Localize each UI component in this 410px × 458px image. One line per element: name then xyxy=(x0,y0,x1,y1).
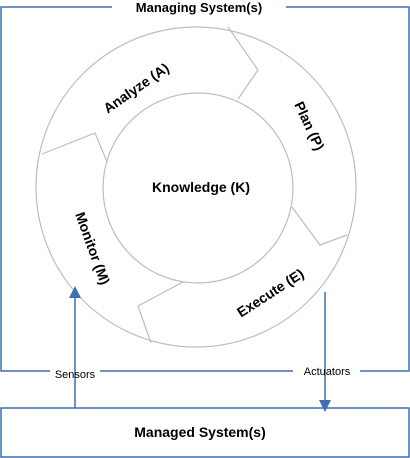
actuators-label: Actuators xyxy=(304,366,351,378)
divider-analyze-plan xyxy=(227,26,259,100)
divider-monitor-analyze xyxy=(41,132,111,170)
sensors-label: Sensors xyxy=(55,369,96,381)
managed-system-title: Managed System(s) xyxy=(134,424,265,440)
knowledge-circle xyxy=(102,92,294,284)
knowledge-label: Knowledge (K) xyxy=(152,179,250,195)
divider-plan-execute xyxy=(291,206,348,246)
managed-system-box xyxy=(0,407,410,458)
managing-system-frame xyxy=(0,6,410,372)
managing-system-title: Managing System(s) xyxy=(136,0,262,15)
divider-execute-monitor xyxy=(137,281,184,344)
